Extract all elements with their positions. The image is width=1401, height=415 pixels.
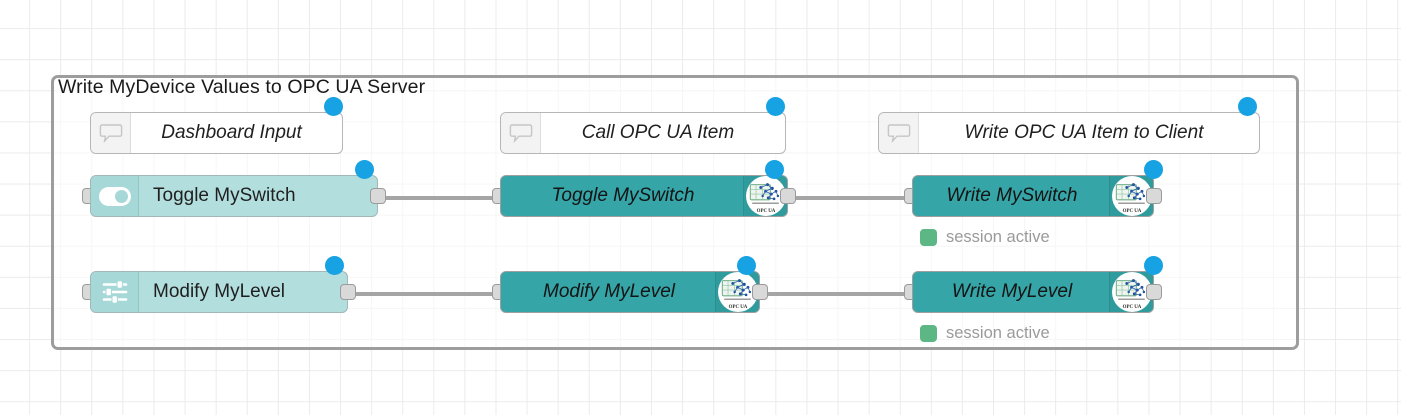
node-label: Modify MyLevel bbox=[543, 281, 675, 302]
selection-dot-call-opcua-item[interactable] bbox=[766, 97, 785, 116]
node-toggle-myswitch-opcua[interactable]: Toggle MySwitch bbox=[500, 175, 788, 217]
wire-toggle-opcua-to-write[interactable] bbox=[787, 196, 912, 200]
comment-node-write-opcua-item-to-client[interactable]: Write OPC UA Item to Client bbox=[878, 112, 1260, 154]
comment-node-call-opcua-item[interactable]: Call OPC UA Item bbox=[500, 112, 786, 154]
comment-icon bbox=[879, 113, 919, 153]
wire-toggle-dash-to-opcua[interactable] bbox=[381, 196, 501, 200]
status-indicator-dot bbox=[920, 325, 937, 342]
node-label: Write MySwitch bbox=[946, 185, 1078, 206]
status-label: session active bbox=[946, 228, 1050, 246]
comment-label: Dashboard Input bbox=[161, 122, 302, 143]
node-toggle-myswitch-dashboard[interactable]: Toggle MySwitch bbox=[90, 175, 378, 217]
status-indicator-dot bbox=[920, 229, 937, 246]
node-label: Toggle MySwitch bbox=[153, 185, 296, 206]
node-label: Modify MyLevel bbox=[153, 281, 285, 302]
node-modify-mylevel-dashboard[interactable]: Modify MyLevel bbox=[90, 271, 348, 313]
comment-label: Call OPC UA Item bbox=[581, 122, 735, 143]
selection-dot-modify-mylevel-opcua[interactable] bbox=[737, 256, 756, 275]
node-modify-mylevel-opcua[interactable]: Modify MyLevel bbox=[500, 271, 760, 313]
comment-node-dashboard-input[interactable]: Dashboard Input bbox=[90, 112, 343, 154]
status-write-myswitch: session active bbox=[920, 228, 1050, 247]
comment-label: Write OPC UA Item to Client bbox=[964, 122, 1204, 143]
svg-text:OPC UA: OPC UA bbox=[1122, 305, 1141, 310]
status-write-mylevel: session active bbox=[920, 324, 1050, 343]
node-label: Write MyLevel bbox=[951, 281, 1073, 302]
opcua-logo-icon: OPC UA bbox=[715, 272, 759, 312]
opcua-logo-icon: OPC UA bbox=[1109, 272, 1153, 312]
opcua-logo-icon: OPC UA bbox=[1109, 176, 1153, 216]
node-label: Toggle MySwitch bbox=[551, 185, 695, 206]
selection-dot-write-opcua-item-to-client[interactable] bbox=[1238, 97, 1257, 116]
wire-level-dash-to-opcua[interactable] bbox=[351, 292, 501, 296]
selection-dot-dashboard-input[interactable] bbox=[324, 97, 343, 116]
comment-icon bbox=[501, 113, 541, 153]
group-label: Write MyDevice Values to OPC UA Server bbox=[58, 76, 426, 98]
selection-dot-write-myswitch[interactable] bbox=[1144, 160, 1163, 179]
svg-text:OPC UA: OPC UA bbox=[1122, 209, 1141, 214]
port-output-toggle-myswitch-opcua[interactable] bbox=[780, 188, 796, 204]
wire-level-opcua-to-write[interactable] bbox=[759, 292, 912, 296]
port-output-modify-mylevel[interactable] bbox=[340, 284, 356, 300]
selection-dot-write-mylevel[interactable] bbox=[1144, 256, 1163, 275]
port-output-toggle-myswitch[interactable] bbox=[370, 188, 386, 204]
svg-text:OPC UA: OPC UA bbox=[728, 305, 747, 310]
sliders-icon bbox=[91, 272, 139, 312]
port-output-write-myswitch[interactable] bbox=[1146, 188, 1162, 204]
selection-dot-toggle-myswitch-dashboard[interactable] bbox=[355, 160, 374, 179]
status-label: session active bbox=[946, 324, 1050, 342]
opcua-logo-icon: OPC UA bbox=[743, 176, 787, 216]
selection-dot-modify-mylevel-dashboard[interactable] bbox=[325, 256, 344, 275]
svg-text:OPC UA: OPC UA bbox=[756, 209, 775, 214]
node-write-myswitch-opcua[interactable]: Write MySwitch bbox=[912, 175, 1154, 217]
node-write-mylevel-opcua[interactable]: Write MyLevel bbox=[912, 271, 1154, 313]
toggle-switch-icon bbox=[91, 176, 139, 216]
selection-dot-toggle-myswitch-opcua[interactable] bbox=[765, 160, 784, 179]
port-output-write-mylevel[interactable] bbox=[1146, 284, 1162, 300]
comment-icon bbox=[91, 113, 131, 153]
port-output-modify-mylevel-opcua[interactable] bbox=[752, 284, 768, 300]
